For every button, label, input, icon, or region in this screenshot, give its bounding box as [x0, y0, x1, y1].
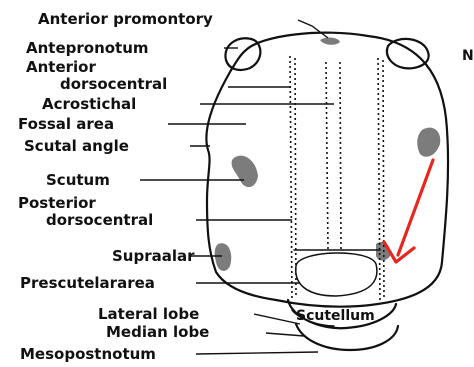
label-posterior-dorsocentral-line1: Posterior — [18, 194, 96, 212]
label-prescutellar-area: Prescutelararea — [20, 274, 155, 292]
antepronotum-right-lobe — [387, 39, 429, 68]
label-mesopostnotum: Mesopostnotum — [20, 345, 156, 363]
acrostichal-rows — [326, 62, 341, 250]
red-arrow — [384, 160, 433, 262]
leader-anterior-promontory — [298, 20, 328, 38]
acrostichal-row-2 — [340, 62, 341, 250]
leader-mesopostnotum — [196, 352, 318, 354]
scutal-angle-left-mark — [232, 156, 258, 187]
leader-median-lobe — [266, 333, 304, 336]
scutal-angle-right-mark — [417, 128, 440, 157]
dorsocentral-row-right-inner — [383, 60, 384, 300]
prescutellar-area-outline — [296, 253, 377, 296]
supraalar-left-mark — [215, 243, 232, 271]
dorsocentral-rows — [290, 56, 384, 302]
label-anterior-promontory: Anterior promontory — [38, 10, 213, 28]
label-anterior-dorsocentral-line1: Anterior — [26, 58, 96, 76]
label-lateral-lobe: Lateral lobe — [98, 305, 199, 323]
dorsocentral-row-left — [290, 56, 292, 300]
dorsocentral-row-right — [378, 58, 380, 302]
red-arrow-shaft — [398, 160, 433, 255]
label-fossal-area: Fossal area — [18, 115, 114, 133]
label-acrostichal: Acrostichal — [42, 95, 136, 113]
label-antepronotum: Antepronotum — [26, 39, 149, 57]
label-scutal-angle: Scutal angle — [24, 137, 129, 155]
acrostichal-row-1 — [326, 62, 328, 250]
label-anterior-dorsocentral-line2: dorsocentral — [60, 75, 167, 93]
label-median-lobe: Median lobe — [106, 323, 209, 341]
labels: Anterior promontory Antepronotum Anterio… — [18, 10, 474, 363]
label-scutellum: Scutellum — [296, 308, 375, 324]
leader-lateral-lobe — [254, 314, 300, 324]
label-posterior-dorsocentral-line2: dorsocentral — [46, 211, 153, 229]
label-scutum: Scutum — [46, 171, 110, 189]
anterior-promontory-mark — [320, 38, 340, 45]
dorsocentral-row-left-inner — [295, 58, 296, 298]
label-edge-fragment: N — [462, 48, 474, 64]
label-supraalar: Supraalar — [112, 247, 195, 265]
